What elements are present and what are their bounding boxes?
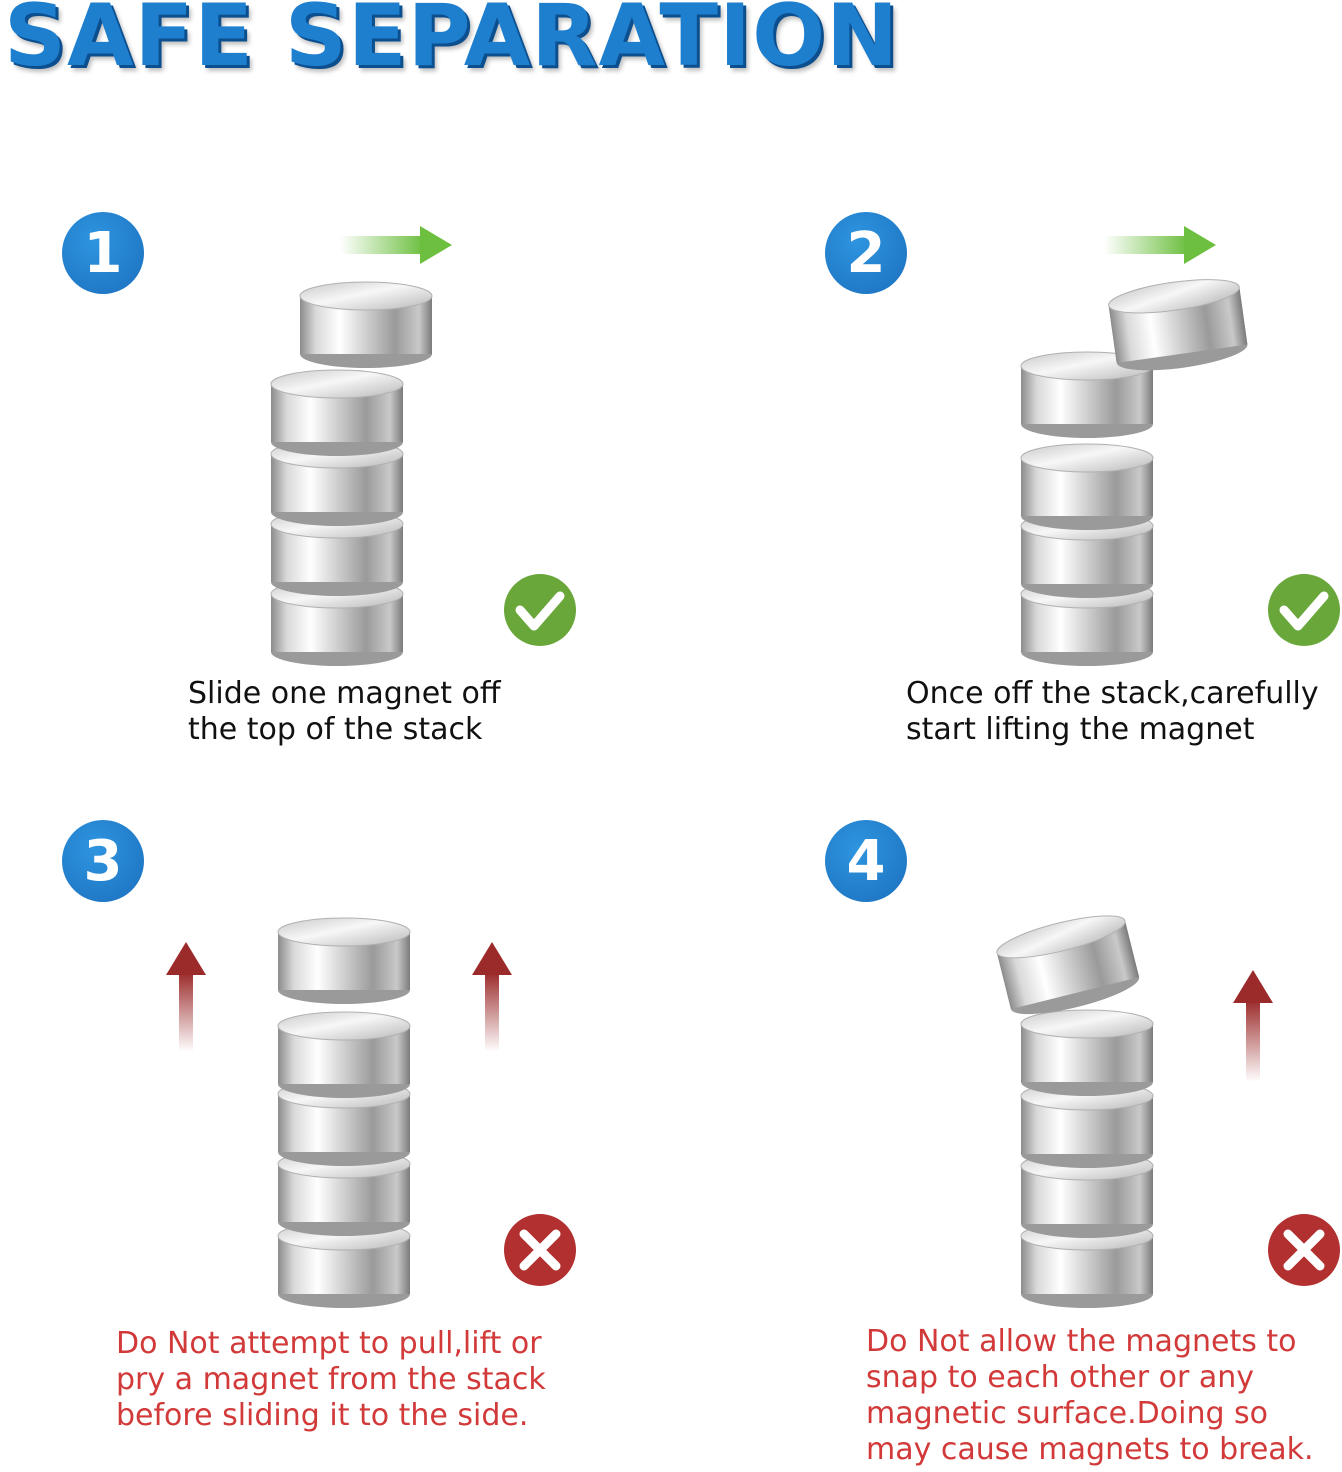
step-3-caption: Do Not attempt to pull,lift or pry a mag…: [116, 1326, 546, 1433]
step-4-badge: 4: [825, 820, 907, 902]
step-1-badge: 1: [62, 212, 144, 294]
page-title: SAFE SEPARATION: [4, 0, 900, 86]
check-icon: [1268, 574, 1340, 646]
check-icon: [504, 574, 576, 646]
up-red-arrow-icon: [1233, 970, 1273, 1082]
cross-icon: [504, 1214, 576, 1286]
step-1-caption: Slide one magnet off the top of the stac…: [188, 676, 501, 747]
step-3-badge: 3: [62, 820, 144, 902]
right-green-arrow-icon: [1104, 226, 1216, 264]
cross-icon: [1268, 1214, 1340, 1286]
step-4-magnet-stack: [993, 906, 1154, 1309]
up-red-arrow-icon: [472, 942, 512, 1052]
step-1-magnet-stack: [270, 281, 433, 667]
step-4-caption: Do Not allow the magnets to snap to each…: [866, 1324, 1314, 1467]
right-green-arrow-icon: [340, 226, 452, 264]
step-2-badge: 2: [825, 212, 907, 294]
step-2-caption: Once off the stack,carefully start lifti…: [906, 676, 1319, 747]
up-red-arrow-icon: [166, 942, 206, 1052]
step-3-magnet-stack: [277, 917, 411, 1309]
step-2-magnet-stack: [1020, 272, 1250, 667]
